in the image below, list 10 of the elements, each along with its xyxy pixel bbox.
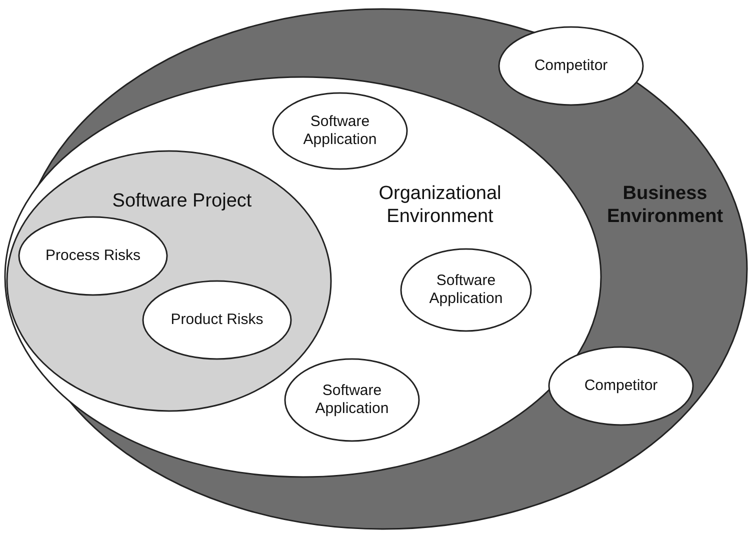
- ellipse-label: Competitor: [533, 57, 609, 75]
- region-heading: Organizational Environment: [378, 183, 502, 229]
- ellipse-label: Software Application: [302, 113, 378, 149]
- region-heading: Software Project: [111, 190, 253, 214]
- ellipse-label: Software Application: [314, 382, 390, 418]
- ellipse-label: Product Risks: [170, 311, 264, 329]
- ellipse-label: Process Risks: [44, 247, 142, 265]
- region-heading: Business Environment: [606, 183, 724, 229]
- ellipse-label: Competitor: [583, 377, 659, 395]
- ellipse-label: Software Application: [428, 272, 504, 308]
